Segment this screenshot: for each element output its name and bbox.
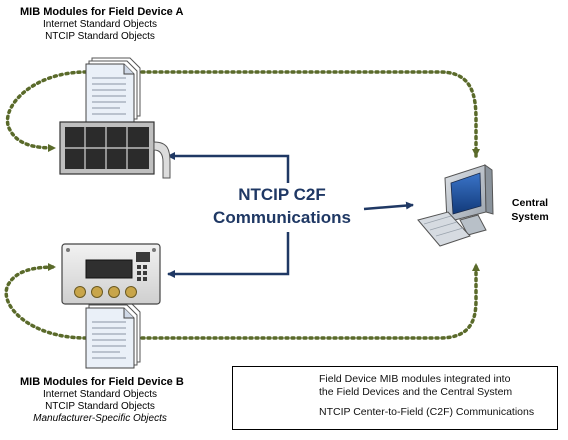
legend-dotted-text-1: Field Device MIB modules integrated into [319, 373, 511, 385]
device-b-line-2: NTCIP Standard Objects [45, 401, 155, 412]
device-a-line-2: NTCIP Standard Objects [45, 31, 155, 42]
central-system-computer-icon [417, 164, 494, 247]
device-a-line-1: Internet Standard Objects [43, 19, 157, 30]
solid-connector-to-device-a [167, 152, 290, 190]
dotted-connector-b-right [134, 262, 480, 340]
device-a-caption: MIB Modules for Field Device A Internet … [20, 6, 184, 43]
central-system-line-2: System [511, 211, 549, 223]
dotted-connector-b-left [4, 263, 88, 340]
device-b-line-1: Internet Standard Objects [43, 389, 157, 400]
center-label-line-2: Communications [213, 208, 351, 227]
dotted-connector-a-left [5, 70, 88, 152]
legend-box: Field Device MIB modules integrated into… [232, 366, 558, 430]
device-b-caption: MIB Modules for Field Device B Internet … [20, 376, 184, 425]
device-b-line-3: Manufacturer-Specific Objects [33, 413, 167, 424]
device-b-title: MIB Modules for Field Device B [20, 376, 184, 388]
solid-connector-to-central [363, 201, 414, 211]
dotted-connector-a-right [134, 70, 480, 158]
field-device-b-icon [61, 243, 161, 305]
device-a-title: MIB Modules for Field Device A [20, 6, 184, 18]
central-system-label: Central System [500, 196, 560, 224]
document-icon-b [85, 301, 141, 369]
ntcip-c2f-label: NTCIP C2F Communications [207, 183, 357, 229]
legend-solid-text: NTCIP Center-to-Field (C2F) Communicatio… [319, 406, 535, 418]
central-system-line-1: Central [511, 197, 549, 209]
center-label-line-1: NTCIP C2F [238, 185, 326, 204]
field-device-a-icon [59, 121, 171, 179]
legend-dotted-text-2: the Field Devices and the Central System [319, 386, 513, 398]
solid-connector-to-device-b [167, 232, 290, 278]
document-icon-a [85, 57, 141, 123]
